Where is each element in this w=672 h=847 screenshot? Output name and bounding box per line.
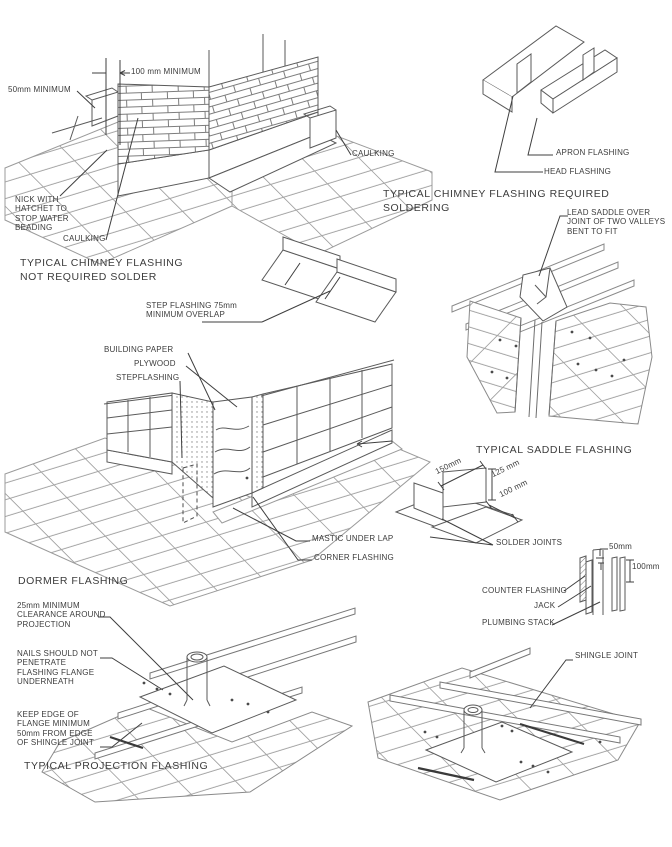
- label-dim-100mm-minimum: 100 mm MINIMUM: [131, 67, 201, 76]
- label-clearance-note: 25mm MINIMUM CLEARANCE AROUND PROJECTION: [17, 601, 106, 629]
- label-nails-note: NAILS SHOULD NOT PENETRATE FLASHING FLAN…: [17, 649, 98, 687]
- label-shingle-joint: SHINGLE JOINT: [575, 651, 639, 660]
- label-dim-50mm-minimum: 50mm MINIMUM: [8, 85, 71, 94]
- dormer-flashing-drawing: [4, 352, 431, 607]
- label-head-flashing: HEAD FLASHING: [544, 167, 612, 176]
- title-dormer-flashing: DORMER FLASHING: [18, 575, 129, 587]
- label-caulking-left: CAULKING: [63, 234, 106, 243]
- label-stepflashing: STEPFLASHING: [116, 373, 180, 382]
- label-step-flashing-note: STEP FLASHING 75mm MINIMUM OVERLAP: [146, 301, 238, 320]
- stack-flashing-detail-drawing: [551, 548, 634, 626]
- label-caulking-right: CAULKING: [352, 149, 395, 158]
- title-chimney-unsoldered: TYPICAL CHIMNEY FLASHING NOT REQUIRED SO…: [20, 257, 184, 283]
- label-dim-50mm-stack: 50mm: [609, 542, 633, 551]
- label-solder-joints: SOLDER JOINTS: [496, 538, 563, 547]
- label-apron-flashing: APRON FLASHING: [556, 148, 630, 157]
- label-mastic-under-lap: MASTIC UNDER LAP: [312, 534, 394, 543]
- chimney-unsoldered-drawing: [4, 34, 433, 265]
- label-corner-flashing: CORNER FLASHING: [314, 553, 394, 562]
- label-jack: JACK: [534, 601, 556, 610]
- label-building-paper: BUILDING PAPER: [104, 345, 174, 354]
- label-counter-flashing: COUNTER FLASHING: [482, 586, 567, 595]
- step-flashing-drawing: [202, 236, 397, 323]
- chimney-soldered-drawing: [482, 25, 618, 173]
- shingle-stack-drawing: [367, 647, 642, 801]
- title-saddle-flashing: TYPICAL SADDLE FLASHING: [476, 444, 633, 456]
- title-chimney-soldered: TYPICAL CHIMNEY FLASHING REQUIRED SOLDER…: [383, 188, 610, 214]
- saddle-flashing-drawing: [451, 215, 653, 425]
- title-projection-flashing: TYPICAL PROJECTION FLASHING: [24, 760, 209, 772]
- label-nick-note: NICK WITH HATCHET TO STOP WATER BEADING: [15, 195, 69, 233]
- label-dim-100mm-stack: 100mm: [632, 562, 660, 571]
- corner-flashing-drawing: [394, 460, 524, 546]
- projection-flashing-drawing: [41, 607, 357, 803]
- label-lead-saddle: LEAD SADDLE OVER JOINT OF TWO VALLEYS BE…: [567, 208, 666, 236]
- label-keep-edge-note: KEEP EDGE OF FLANGE MINIMUM 50mm FROM ED…: [17, 710, 94, 748]
- label-plywood: PLYWOOD: [134, 359, 176, 368]
- label-plumbing-stack: PLUMBING STACK: [482, 618, 555, 627]
